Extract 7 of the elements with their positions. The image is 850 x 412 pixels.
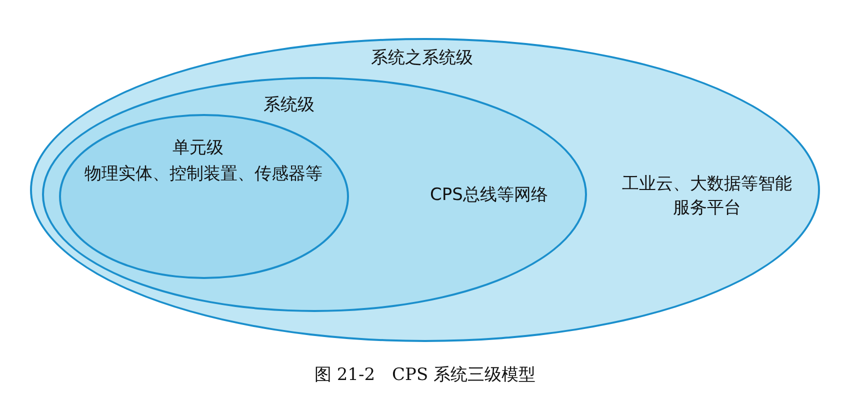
level-description: 工业云、大数据等智能服务平台 <box>621 173 793 220</box>
level-title: 系统级 <box>262 94 316 117</box>
level-description: CPS总线等网络 <box>429 184 549 207</box>
level-title: 系统之系统级 <box>370 47 474 70</box>
level-description: 物理实体、控制装置、传感器等 <box>84 163 324 186</box>
level-title: 单元级 <box>172 137 224 160</box>
figure-caption: 图 21-2 CPS 系统三级模型 <box>313 364 537 386</box>
